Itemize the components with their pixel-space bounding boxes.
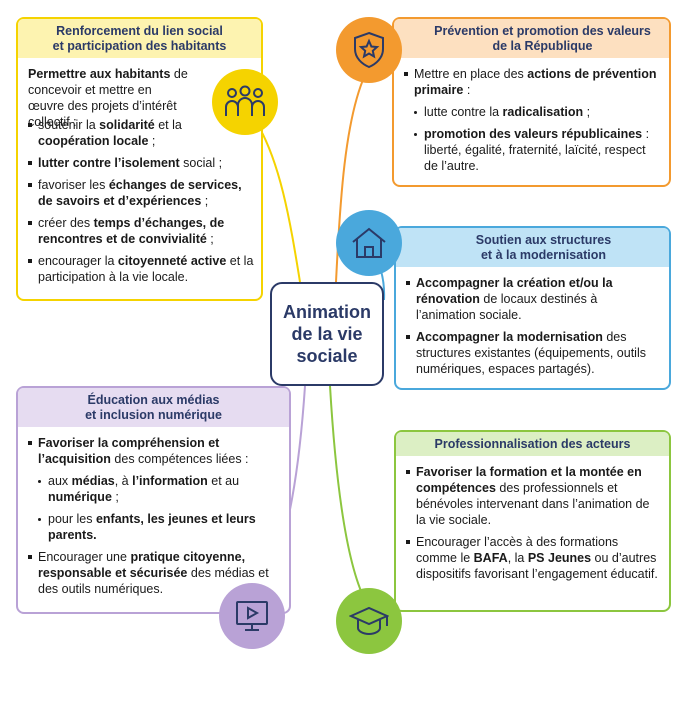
card-social-title: Renforcement du lien social et participa… <box>18 19 261 58</box>
list-item: Favoriser la formation et la montée en c… <box>406 464 659 528</box>
sub-item: pour les enfants, les jeunes et leurs pa… <box>28 511 279 543</box>
list-item: encourager la citoyenneté active et la p… <box>28 253 256 285</box>
list-item: favoriser les échanges de services, de s… <box>28 177 256 209</box>
center-title: Animation de la vie sociale <box>270 282 384 386</box>
list-item: Mettre en place des actions de préventio… <box>404 66 659 98</box>
shield-star-icon <box>336 17 402 83</box>
list-item: Encourager une pratique citoyenne, respo… <box>28 549 279 597</box>
list-item: Encourager l’accès à des formations comm… <box>406 534 659 582</box>
list-item: Accompagner la création et/ou la rénovat… <box>406 275 659 323</box>
card-prevention: Prévention et promotion des valeurs de l… <box>392 17 671 187</box>
list-item: lutter contre l’isolement social ; <box>28 155 256 171</box>
card-pro-title: Professionnalisation des acteurs <box>396 432 669 456</box>
list-item: Favoriser la compréhension et l’acquisit… <box>28 435 279 467</box>
card-pro: Professionnalisation des acteurs Favoris… <box>394 430 671 612</box>
people-icon <box>212 69 278 135</box>
intro: Permettre aux habitants de concevoir et … <box>28 67 188 129</box>
card-media-title: Éducation aux médias et inclusion numéri… <box>18 388 289 427</box>
screen-play-icon <box>219 583 285 649</box>
connector-yellow <box>254 119 301 283</box>
card-structures-title: Soutien aux structures et à la modernisa… <box>396 228 669 267</box>
sub-item: lutte contre la radicalisation ; <box>404 104 659 120</box>
card-structures: Soutien aux structures et à la modernisa… <box>394 226 671 390</box>
sub-item: promotion des valeurs républicaines : li… <box>404 126 659 174</box>
card-structures-body: Accompagner la création et/ou la rénovat… <box>396 267 669 389</box>
card-social-list: soutenir la solidarité et la coopération… <box>28 117 256 291</box>
list-item: Accompagner la modernisation des structu… <box>406 329 659 377</box>
connector-green <box>329 385 366 601</box>
card-pro-body: Favoriser la formation et la montée en c… <box>396 456 669 594</box>
card-prevention-title: Prévention et promotion des valeurs de l… <box>394 19 669 58</box>
card-social-link: Renforcement du lien social et participa… <box>16 17 263 301</box>
house-icon <box>336 210 402 276</box>
card-media-body: Favoriser la compréhension et l’acquisit… <box>18 427 289 609</box>
list-item: créer des temps d’échanges, de rencontre… <box>28 215 256 247</box>
card-prevention-body: Mettre en place des actions de préventio… <box>394 58 669 186</box>
card-social-body: Permettre aux habitants de concevoir et … <box>18 58 261 142</box>
list-item: soutenir la solidarité et la coopération… <box>28 117 256 149</box>
graduation-cap-icon <box>336 588 402 654</box>
sub-item: aux médias, à l’information et au numéri… <box>28 473 279 505</box>
card-media: Éducation aux médias et inclusion numéri… <box>16 386 291 614</box>
